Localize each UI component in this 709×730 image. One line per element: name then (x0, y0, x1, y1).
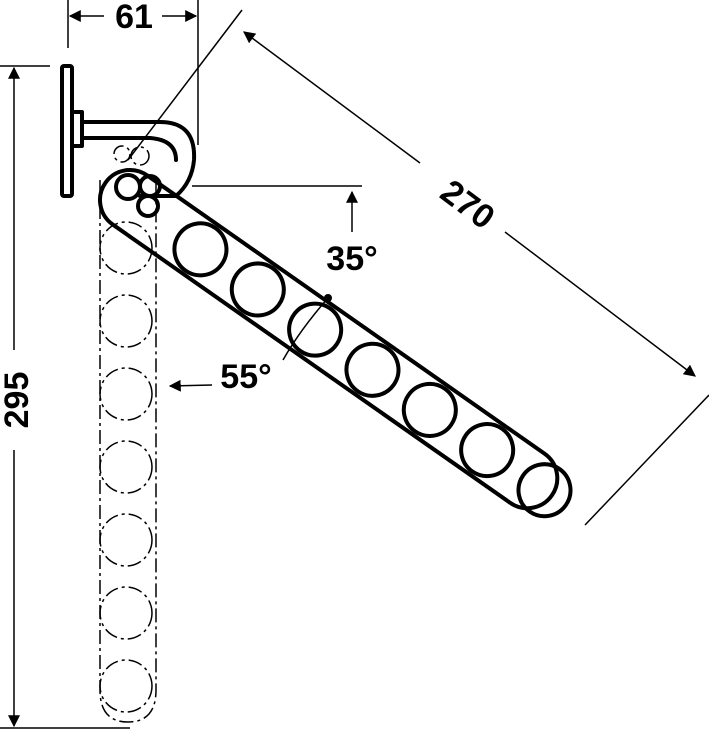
arm-hole (401, 381, 458, 438)
extension-line-arm-top (127, 9, 243, 161)
pivot-knob-3 (136, 194, 160, 218)
length-arrow-bottom (504, 231, 696, 377)
stowed-arm (99, 180, 157, 723)
stowed-arm-holes (99, 221, 153, 713)
stowed-hole (99, 294, 153, 348)
arm-hole (172, 221, 229, 278)
stowed-hole (99, 513, 153, 567)
open-arm-holes (172, 221, 573, 519)
arm-hole (459, 422, 516, 479)
height-label: 295 (0, 372, 36, 429)
stowed-hole (99, 367, 153, 421)
stowed-hole (99, 221, 153, 275)
width-label: 61 (115, 0, 153, 36)
stowed-hole (99, 586, 153, 640)
angle-55-leader (282, 297, 329, 361)
bracket-arm (80, 120, 197, 198)
stowed-hole (99, 659, 153, 713)
wall-bracket (60, 64, 197, 218)
angle-callouts: 35° 55° (168, 185, 378, 396)
arm-hole (287, 301, 344, 358)
open-arm (98, 168, 573, 519)
length-arrow-top (243, 31, 421, 164)
dimension-length: 270 (127, 9, 709, 526)
arm-hole (229, 261, 286, 318)
pivot-ghost-1 (113, 145, 131, 163)
stowed-hole (99, 440, 153, 494)
bracket-flange (70, 110, 84, 148)
length-label: 270 (433, 173, 501, 237)
bracket-arm-inner (80, 136, 178, 162)
angle-55-arrow (168, 379, 213, 392)
angle-55-label: 55° (220, 358, 271, 396)
stowed-arm-outline (99, 180, 157, 723)
arm-hole (344, 341, 401, 398)
arm-hole (516, 462, 573, 519)
angle-35-label: 35° (326, 240, 377, 278)
dimension-width: 61 (67, 0, 199, 145)
pivot-knob-1 (114, 173, 142, 201)
pivot-ghost-2 (130, 146, 150, 166)
extension-line-arm-bottom (584, 394, 709, 526)
open-arm-outline (98, 168, 560, 511)
dimension-height: 295 (0, 65, 130, 729)
